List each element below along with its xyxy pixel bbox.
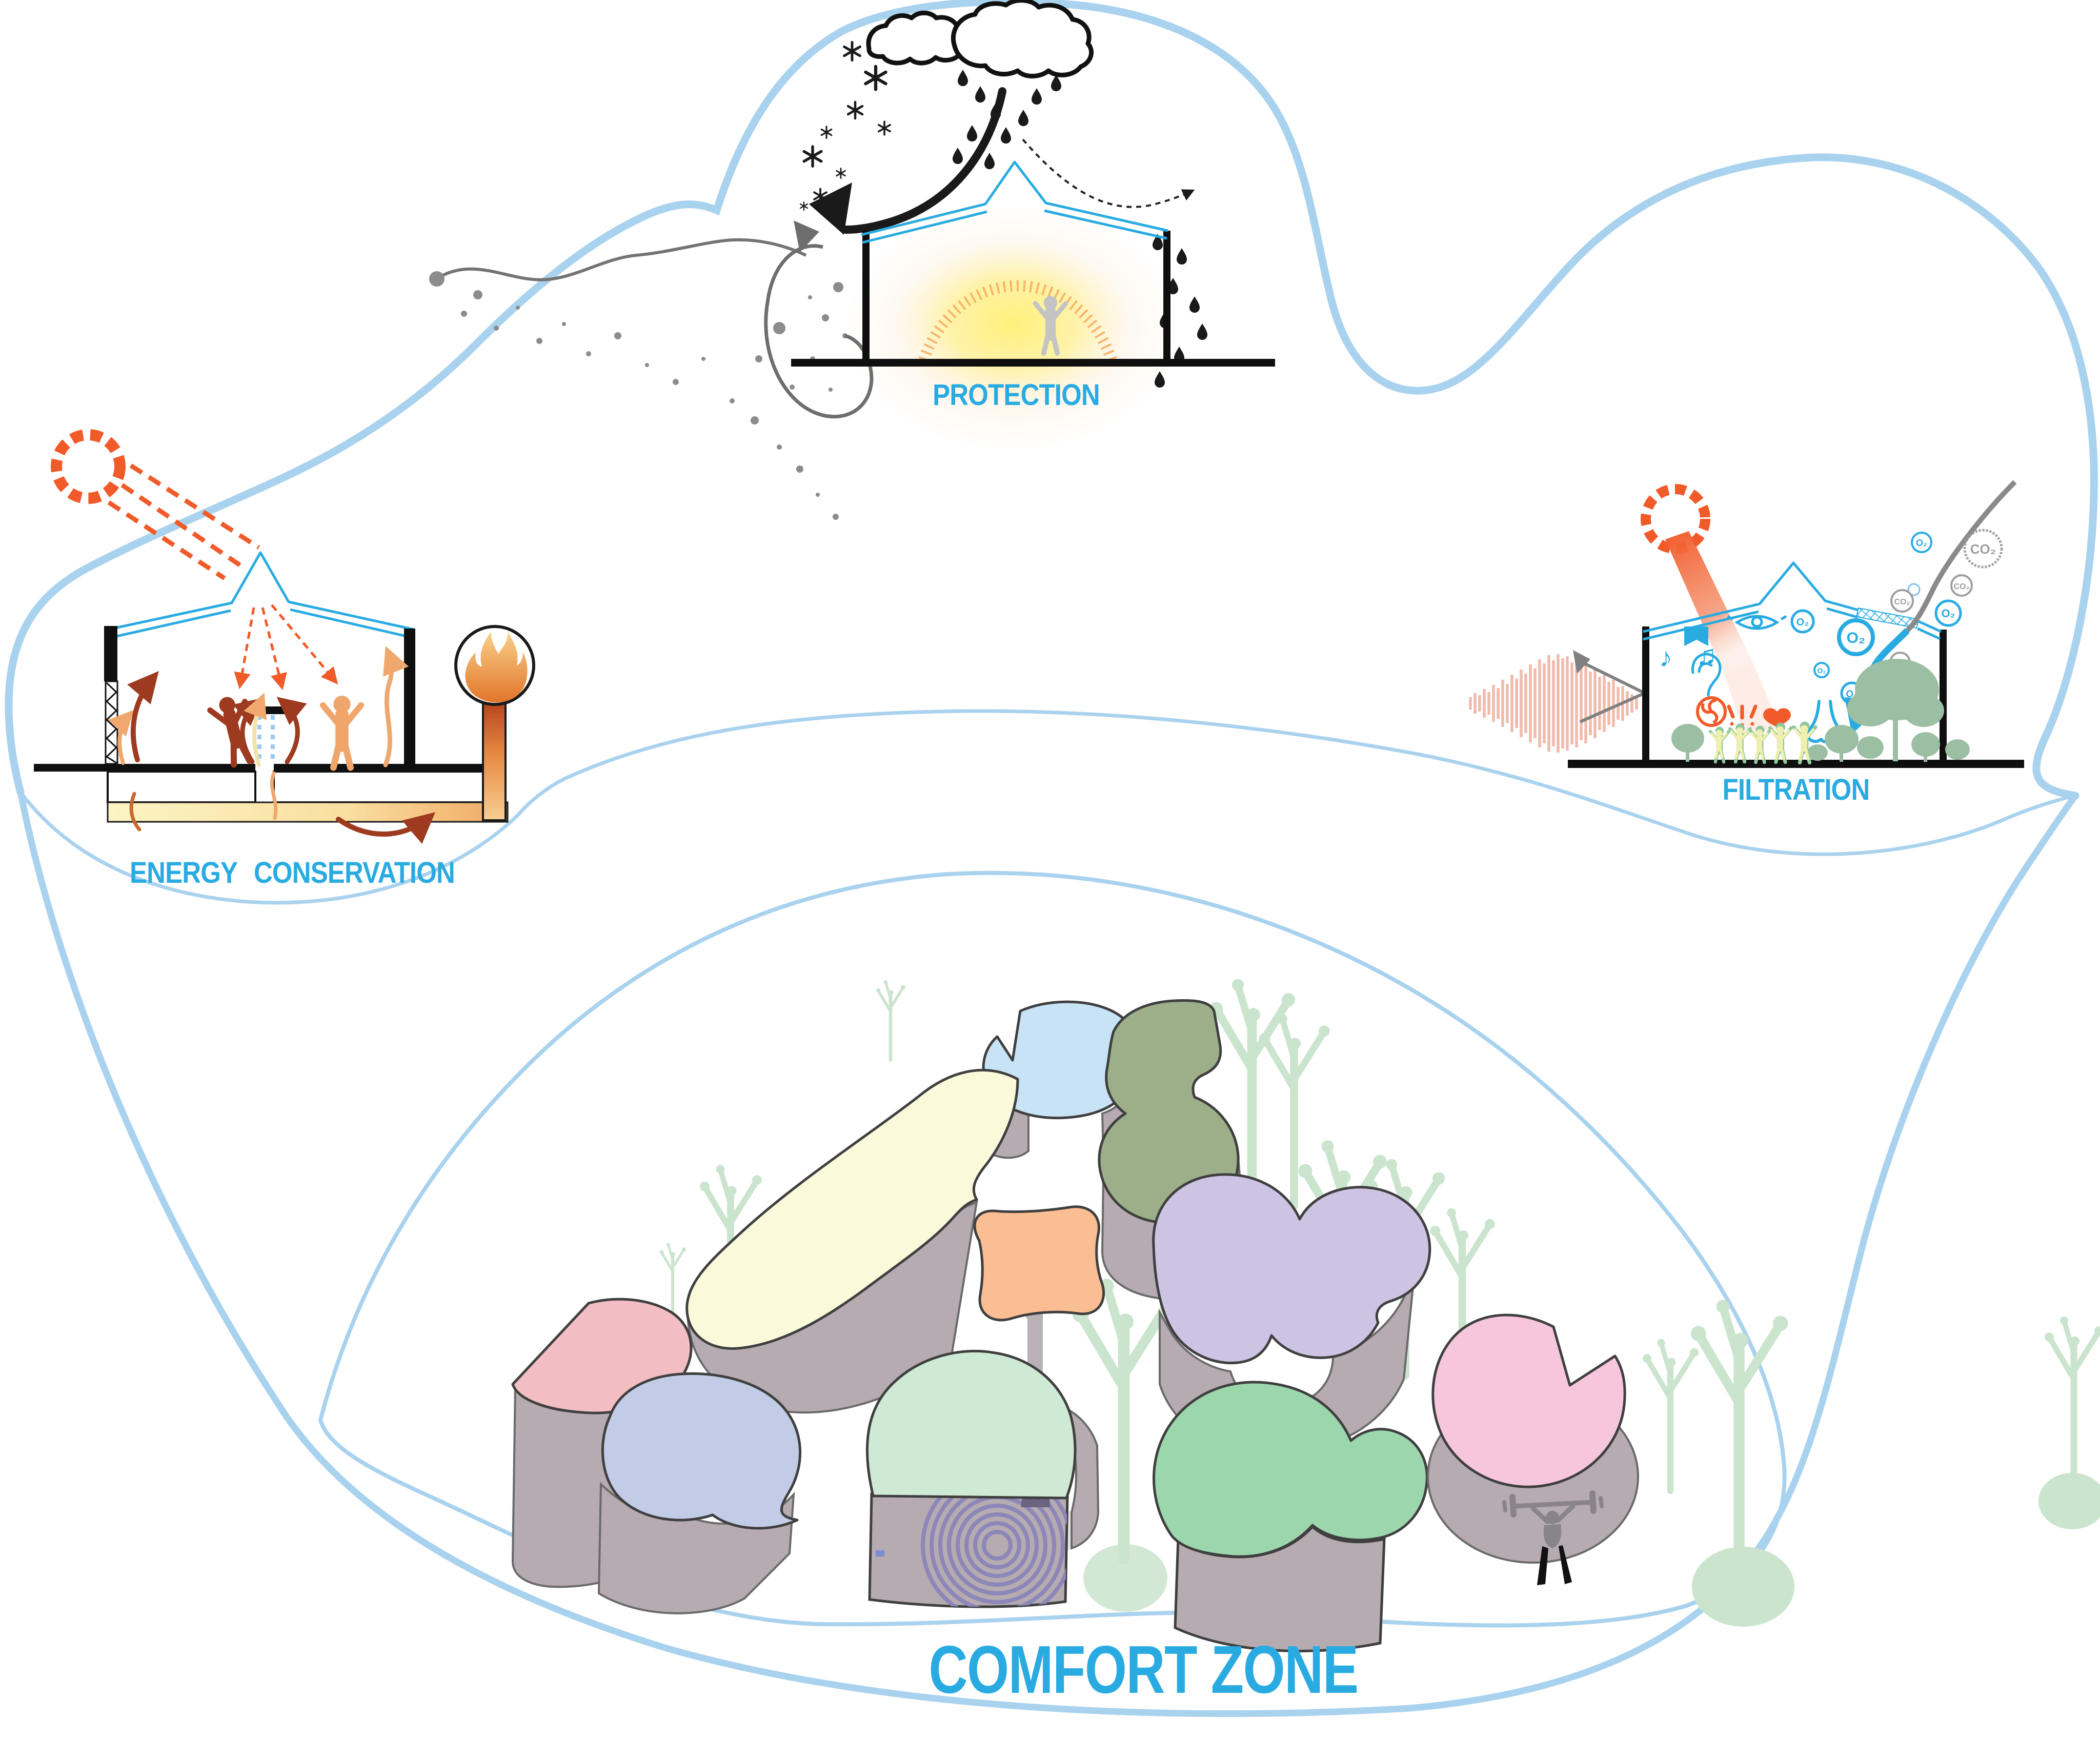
floor-vent-duct [245, 706, 288, 764]
filtration-people [1710, 722, 1816, 763]
floor-left [34, 764, 255, 772]
building-top [1153, 1381, 1428, 1558]
floor-right [274, 764, 486, 772]
building-top [1152, 1173, 1431, 1365]
energy-label: ENERGY CONSERVATION [130, 856, 455, 889]
building-peach [973, 1205, 1105, 1322]
molecule-bubbles: O₂ O₂ O₂ O₂ O₂ O₂ CO₂ CO₂ CO₂ CO₂ [1790, 529, 2003, 705]
door-mark [876, 1550, 884, 1556]
eye-icon [1727, 615, 1787, 630]
ground-line [791, 359, 1275, 367]
tree-icon [659, 1243, 686, 1315]
comfort-zone-blob-outline [5, 0, 2098, 1717]
heat-dome-arc-icon [918, 280, 1117, 362]
butterfly-roof [107, 551, 415, 639]
building-pink [1427, 1313, 1639, 1585]
fan-icon [1696, 696, 1727, 727]
tree-icon [1259, 1014, 1330, 1206]
person-icon [323, 697, 361, 767]
sun-rays [107, 463, 260, 580]
flame-icon [465, 632, 528, 703]
skylight-dashed-arrows [234, 604, 338, 691]
particle-swirl-arrow-icon [764, 220, 874, 419]
co2-air-curve [1905, 480, 2017, 633]
truss-wall [105, 680, 118, 765]
building-periwinkle [597, 1372, 801, 1614]
rain-shed-dashed-arrow-icon [1022, 138, 1195, 208]
filtration-house [1568, 561, 2024, 768]
particles-icon [429, 238, 847, 520]
comfort-scene: COMFORT ZONE [511, 979, 2100, 1708]
sun-icon [51, 429, 126, 504]
protection-label: PROTECTION [933, 378, 1100, 412]
flag-icon [1684, 626, 1708, 646]
tree-icon [876, 980, 906, 1060]
ground-line [1568, 760, 2024, 768]
tree-icon [1643, 1339, 1699, 1491]
o2-molecule-icon [1790, 532, 1962, 705]
building-green [1153, 1381, 1428, 1653]
heart-icon [1763, 708, 1791, 727]
protection-scene: PROTECTION [429, 0, 1275, 520]
tree-icon [2038, 1317, 2100, 1529]
wind-deflect-arrow-icon [809, 87, 1006, 235]
building-top [973, 1205, 1105, 1322]
heated-slab [107, 801, 509, 823]
blob-valley-curve [19, 709, 2077, 905]
interior-trees [1671, 659, 1970, 762]
butterfly-roof [861, 160, 1168, 244]
svg-text:O₂: O₂ [1817, 666, 1826, 675]
fire-balloon [454, 625, 535, 821]
wall-left [862, 231, 870, 360]
wall-right [1940, 630, 1947, 761]
weightlifter-icon [1502, 1490, 1604, 1585]
building-mint [865, 1350, 1100, 1608]
wall-right [404, 629, 415, 764]
svg-text:O₂: O₂ [1942, 607, 1955, 620]
sun-beam [1665, 531, 1753, 673]
filtration-label: FILTRATION [1723, 773, 1870, 806]
filtration-scene: ♪ ♫ [1469, 480, 2024, 806]
comfort-zone-label: COMFORT ZONE [928, 1632, 1358, 1708]
snowflakes-icon [799, 42, 891, 211]
blob-top-arc [5, 0, 2098, 800]
building-top [865, 1350, 1077, 1500]
ear-icon [1691, 653, 1722, 697]
wall-left-cap [104, 626, 117, 681]
svg-text:O₂: O₂ [1847, 630, 1866, 646]
sun-icon [1641, 484, 1710, 554]
tree-icon [1073, 1279, 1176, 1612]
basement-box-right [273, 771, 484, 803]
building-yellow [685, 1068, 1019, 1414]
energy-scene: ENERGY CONSERVATION [34, 429, 535, 889]
protection-house [791, 160, 1275, 367]
basement-box-left [107, 771, 256, 803]
svg-text:CO₂: CO₂ [1970, 541, 1996, 557]
heat-pipe [482, 701, 507, 821]
building-top [1431, 1313, 1626, 1488]
building-top [601, 1372, 801, 1530]
background-trees [659, 979, 2100, 1627]
cloud-icon [866, 0, 1094, 78]
soundwave-icon [1469, 654, 1638, 753]
tree-icon [1691, 1300, 1794, 1627]
roof-lines [1643, 561, 1942, 641]
air-filter-strip [1855, 607, 1920, 629]
svg-text:O₂: O₂ [1916, 538, 1927, 548]
wall-left [1642, 626, 1649, 761]
svg-text:CO₂: CO₂ [1953, 582, 1969, 591]
heat-swirl-arrows [108, 645, 436, 844]
music-note-icon: ♪ [1659, 643, 1672, 673]
svg-text:O₂: O₂ [1796, 617, 1809, 628]
blob-comfort-outline [17, 788, 2079, 1717]
blob-inner-loop [318, 871, 1787, 1628]
svg-text:CO₂: CO₂ [1894, 598, 1910, 606]
wall-right [1163, 231, 1170, 360]
building-top [685, 1068, 1019, 1350]
